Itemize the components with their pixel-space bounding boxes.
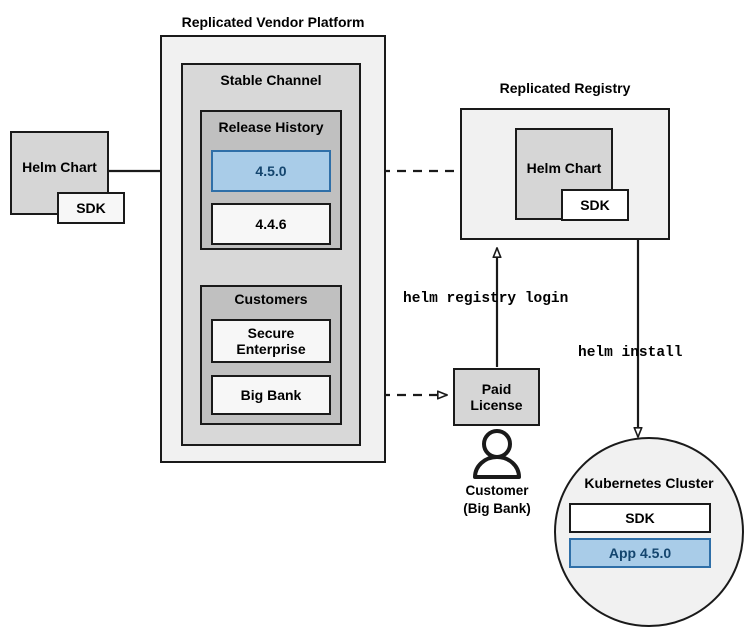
customer-item-big-bank[interactable]: Big Bank	[211, 375, 331, 415]
source-sdk-label: SDK	[76, 199, 106, 216]
customer-big-bank-label: Big Bank	[240, 386, 302, 403]
release-item-4-4-6[interactable]: 4.4.6	[211, 203, 331, 245]
cluster-app-box[interactable]: App 4.5.0	[569, 538, 711, 568]
customer-label-line2: (Big Bank)	[463, 500, 531, 516]
cluster-sdk-box[interactable]: SDK	[569, 503, 711, 533]
customer-label: Customer (Big Bank)	[435, 482, 559, 517]
customer-secure-enterprise-line1: Secure	[247, 324, 295, 341]
registry-sdk-label: SDK	[580, 196, 610, 213]
cluster-app-label: App 4.5.0	[608, 544, 672, 561]
customer-secure-enterprise-line2: Enterprise	[236, 341, 306, 357]
release-item-4-5-0[interactable]: 4.5.0	[211, 150, 331, 192]
cluster-sdk-label: SDK	[625, 509, 655, 526]
registry-sdk-box[interactable]: SDK	[561, 189, 629, 221]
command-helm-install: helm install	[578, 345, 683, 361]
platform-title: Replicated Vendor Platform	[181, 14, 365, 30]
source-helm-chart-label: Helm Chart	[22, 159, 97, 175]
paid-license-line2: License	[470, 397, 523, 413]
customer-label-line1: Customer	[465, 483, 529, 498]
stable-channel-title: Stable Channel	[220, 72, 322, 88]
paid-license-box[interactable]: Paid License	[453, 368, 540, 426]
customers-title: Customers	[234, 291, 308, 307]
release-item-4-5-0-label: 4.5.0	[255, 162, 287, 179]
release-history-title: Release History	[218, 119, 324, 135]
paid-license-line1: Paid	[481, 380, 512, 397]
command-helm-registry-login: helm registry login	[403, 291, 569, 307]
source-sdk-box[interactable]: SDK	[57, 192, 125, 224]
registry-title: Replicated Registry	[499, 80, 631, 96]
registry-helm-chart-label: Helm Chart	[526, 160, 602, 176]
customer-item-secure-enterprise[interactable]: Secure Enterprise	[211, 319, 331, 363]
kubernetes-cluster-title: Kubernetes Cluster	[584, 475, 714, 491]
release-item-4-4-6-label: 4.4.6	[255, 215, 287, 232]
person-icon	[473, 429, 521, 479]
